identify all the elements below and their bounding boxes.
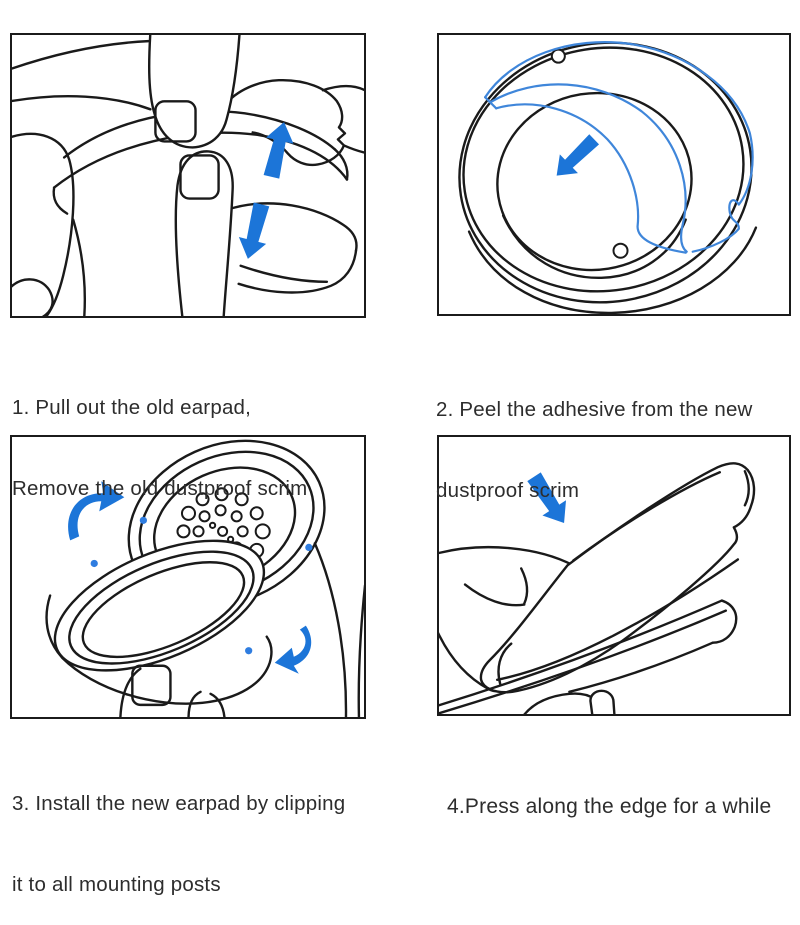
step-3-caption: 3. Install the new earpad by clipping it…: [12, 736, 345, 925]
earpad-being-pulled: [52, 110, 349, 215]
step-1-caption: 1. Pull out the old earpad, Remove the o…: [12, 340, 307, 529]
thumb-center: [174, 150, 234, 316]
earpad-clip-dot-left: [90, 559, 98, 568]
step-1-caption-line-2: Remove the old dustproof scrim: [12, 477, 308, 500]
adhesive-film: [484, 41, 754, 254]
mounting-post-dot-left: [139, 516, 147, 524]
index-finger-top: [148, 35, 241, 149]
mounting-post-dot-right: [305, 543, 313, 552]
down-arrow-icon: [238, 202, 270, 259]
down-left-arrow-icon: [556, 134, 600, 176]
step-4-caption-line-1: 4.Press along the edge for a while: [447, 795, 772, 818]
step-2-caption-line-2: dustproof scrim: [436, 479, 580, 502]
step-4-caption: 4.Press along the edge for a while: [447, 739, 771, 847]
fingernail: [154, 100, 197, 143]
forearm-lines: [313, 542, 364, 717]
step-3-panel: [10, 435, 366, 719]
step-2-caption-line-1: 2. Peel the adhesive from the new: [436, 398, 753, 421]
headphone-headband-lines: [12, 39, 152, 111]
rotate-clockwise-arrow-icon: [68, 481, 125, 541]
step-3-caption-line-2: it to all mounting posts: [12, 873, 221, 896]
step-1-panel: [10, 33, 366, 318]
step-2-panel: [437, 33, 791, 316]
step-2-caption: 2. Peel the adhesive from the new dustpr…: [436, 342, 753, 531]
left-hand-fingers: [12, 132, 86, 316]
new-earpad: [45, 539, 273, 705]
earcup-below: [226, 202, 358, 294]
rotate-counterclockwise-arrow-icon: [274, 625, 312, 674]
stitch-hole-bottom: [612, 242, 629, 259]
thumbnail: [131, 664, 172, 707]
hand-creases: [463, 567, 529, 686]
earcup-band: [439, 599, 738, 714]
holding-hand: [119, 664, 226, 717]
mounting-posts-illustration: [45, 439, 364, 717]
stitch-hole-top: [550, 48, 566, 64]
earpad-on-cup: [479, 462, 756, 694]
crumpled-scrim-right-hand: [223, 79, 364, 167]
thumb-bottom: [523, 689, 616, 714]
step-1-caption-line-1: 1. Pull out the old earpad,: [12, 396, 252, 419]
up-arrow-icon: [263, 122, 294, 179]
adhesive-peel-illustration: [458, 41, 758, 314]
step-4-panel: [437, 435, 791, 716]
step-3-caption-line-1: 3. Install the new earpad by clipping: [12, 792, 346, 815]
thumbnail: [179, 154, 220, 200]
hands-pulling-old-earpad-illustration: [12, 35, 364, 316]
press-edge-illustration: [439, 462, 756, 714]
earpad-clip-dot-right: [245, 647, 253, 655]
earpad-rings: [458, 41, 758, 314]
down-right-arrow-icon: [527, 472, 567, 523]
